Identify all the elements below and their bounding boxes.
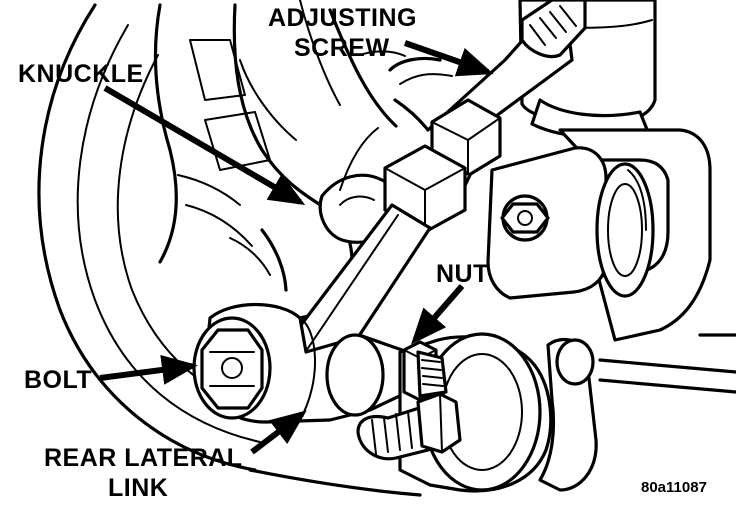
callout-labels: ADJUSTING SCREW KNUCKLE NUT BOLT REAR LA… [18, 4, 707, 502]
lower-mount [538, 337, 598, 492]
bolt-arrow [99, 355, 198, 385]
mounting-bracket [486, 128, 736, 441]
label-bolt: BOLT [24, 366, 92, 394]
figure-id: 80a11087 [641, 479, 707, 496]
label-adjusting-screw-line1: ADJUSTING [268, 4, 417, 32]
callout-arrows [99, 40, 494, 455]
rear-lateral-link-part [192, 203, 432, 424]
brake-drum-outline [37, 3, 422, 497]
nut-arrow [411, 284, 465, 345]
adjusting-screw-arrow [404, 40, 494, 77]
adjusting-screw-part [383, 0, 587, 234]
label-nut: NUT [436, 260, 489, 288]
label-knuckle: KNUCKLE [18, 60, 144, 88]
background-details [359, 50, 453, 132]
label-rear-lateral-link-line2: LINK [108, 474, 168, 502]
knuckle-arrow [103, 85, 306, 206]
rear-lateral-link-arrow [250, 410, 307, 455]
lower-bushing [356, 332, 553, 493]
label-adjusting-screw-line2: SCREW [294, 34, 390, 62]
label-rear-lateral-link-line1: REAR LATERAL [44, 444, 243, 472]
illustration [37, 0, 736, 497]
